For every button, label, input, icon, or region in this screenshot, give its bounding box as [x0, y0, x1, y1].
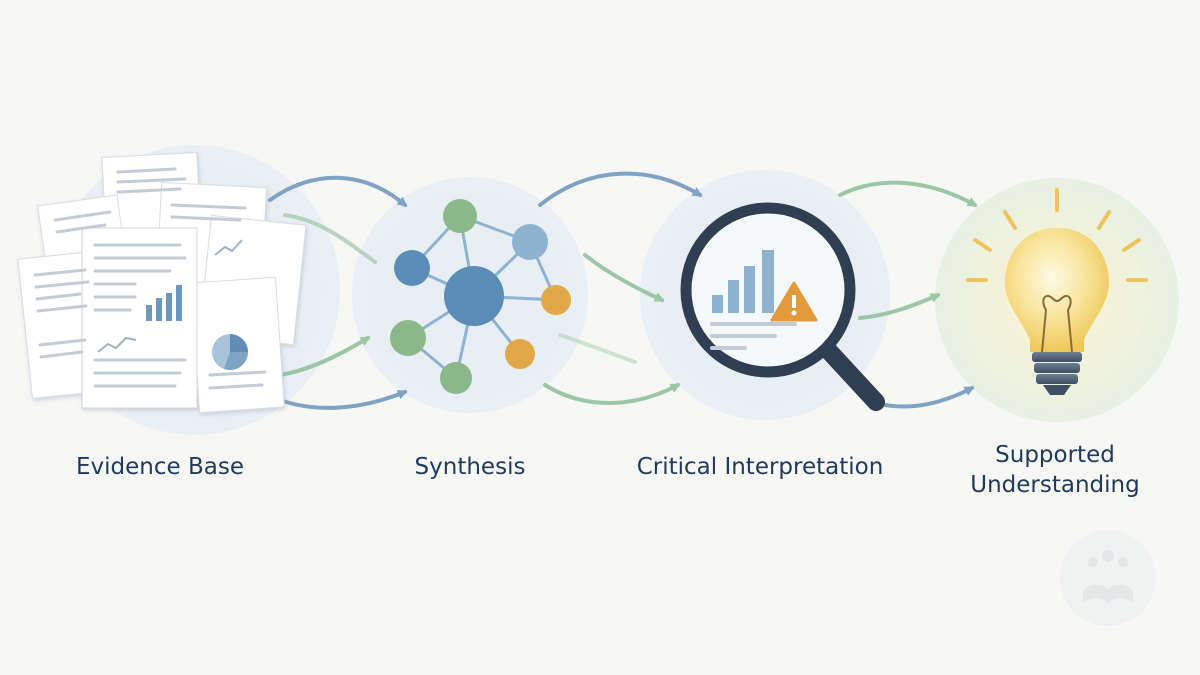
open-book-people-icon: [1060, 530, 1156, 626]
arrow-critical-to-supported-mid: [858, 293, 941, 320]
network-graph-icon: [390, 199, 571, 394]
lightbulb-base: [1032, 352, 1082, 395]
arrow-evidence-to-synthesis-top: [268, 175, 408, 207]
magnifier-handle: [819, 341, 885, 411]
magnifying-glass-warning-icon: [680, 202, 885, 411]
document-line-chart: [97, 336, 137, 353]
network-node-center: [444, 266, 504, 326]
document-pie-chart: [212, 334, 249, 371]
network-node-right: [541, 285, 571, 315]
stage-label-supported-understanding: Supported Understanding: [970, 442, 1140, 498]
network-node-left: [394, 250, 430, 286]
lightbulb-icon: [966, 188, 1148, 395]
warning-icon: [770, 281, 818, 322]
document-stack-icon: [17, 152, 307, 414]
network-node-right-top: [512, 224, 548, 260]
arrow-critical-to-supported-top: [838, 180, 978, 207]
network-node-bottom: [440, 362, 472, 394]
stage-label-evidence-base: Evidence Base: [76, 454, 244, 480]
network-node-bottom-left: [390, 320, 426, 356]
arrow-evidence-to-synthesis-lower: [278, 336, 371, 377]
arrow-synthesis-to-critical-top: [538, 171, 703, 207]
arrow-synthesis-to-critical-mid: [583, 253, 665, 302]
stage-label-synthesis: Synthesis: [414, 454, 526, 480]
arrow-evidence-to-synthesis-upper: [283, 213, 377, 264]
arrow-synthesis-to-critical-fade: [558, 333, 637, 364]
arrow-critical-to-supported-bottom: [883, 386, 975, 409]
network-node-top: [443, 199, 477, 233]
stage-label-critical-interpretation: Critical Interpretation: [636, 454, 884, 480]
magnifier-bar-chart: [712, 250, 774, 313]
network-node-bottom-right: [505, 339, 535, 369]
arrow-synthesis-to-critical-bottom: [543, 383, 681, 405]
document-bar-chart: [146, 285, 182, 321]
